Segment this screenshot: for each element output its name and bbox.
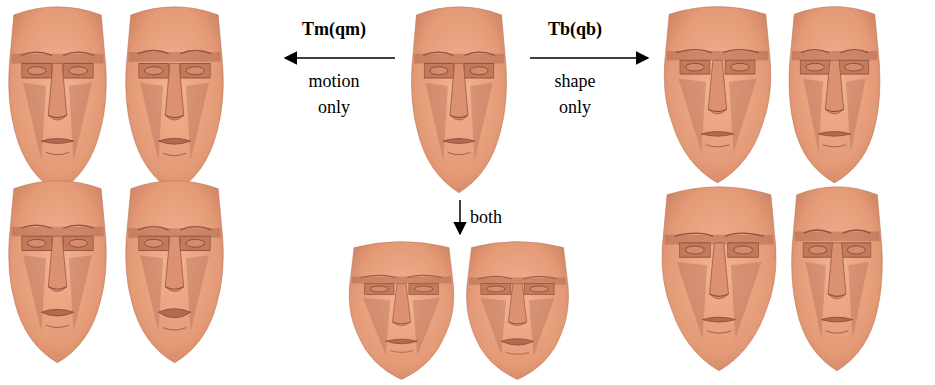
face-render xyxy=(349,242,454,380)
arrow-label: shape only xyxy=(540,68,610,120)
arrow-label: both xyxy=(470,204,530,230)
arrow-label: motion only xyxy=(299,68,369,120)
face-render xyxy=(9,181,107,363)
arrow xyxy=(530,57,648,59)
face-render xyxy=(792,187,883,371)
face-render xyxy=(9,7,107,193)
face-render xyxy=(126,181,224,363)
face-render xyxy=(664,7,771,183)
face-render xyxy=(662,187,776,371)
face-render xyxy=(466,242,568,380)
transform-label: Tm(qm) xyxy=(279,16,389,42)
arrow xyxy=(459,200,461,234)
face-render xyxy=(789,7,880,183)
face-render xyxy=(411,7,506,193)
face-render xyxy=(126,7,224,193)
transform-label: Tb(qb) xyxy=(520,16,630,42)
arrow xyxy=(285,57,395,59)
